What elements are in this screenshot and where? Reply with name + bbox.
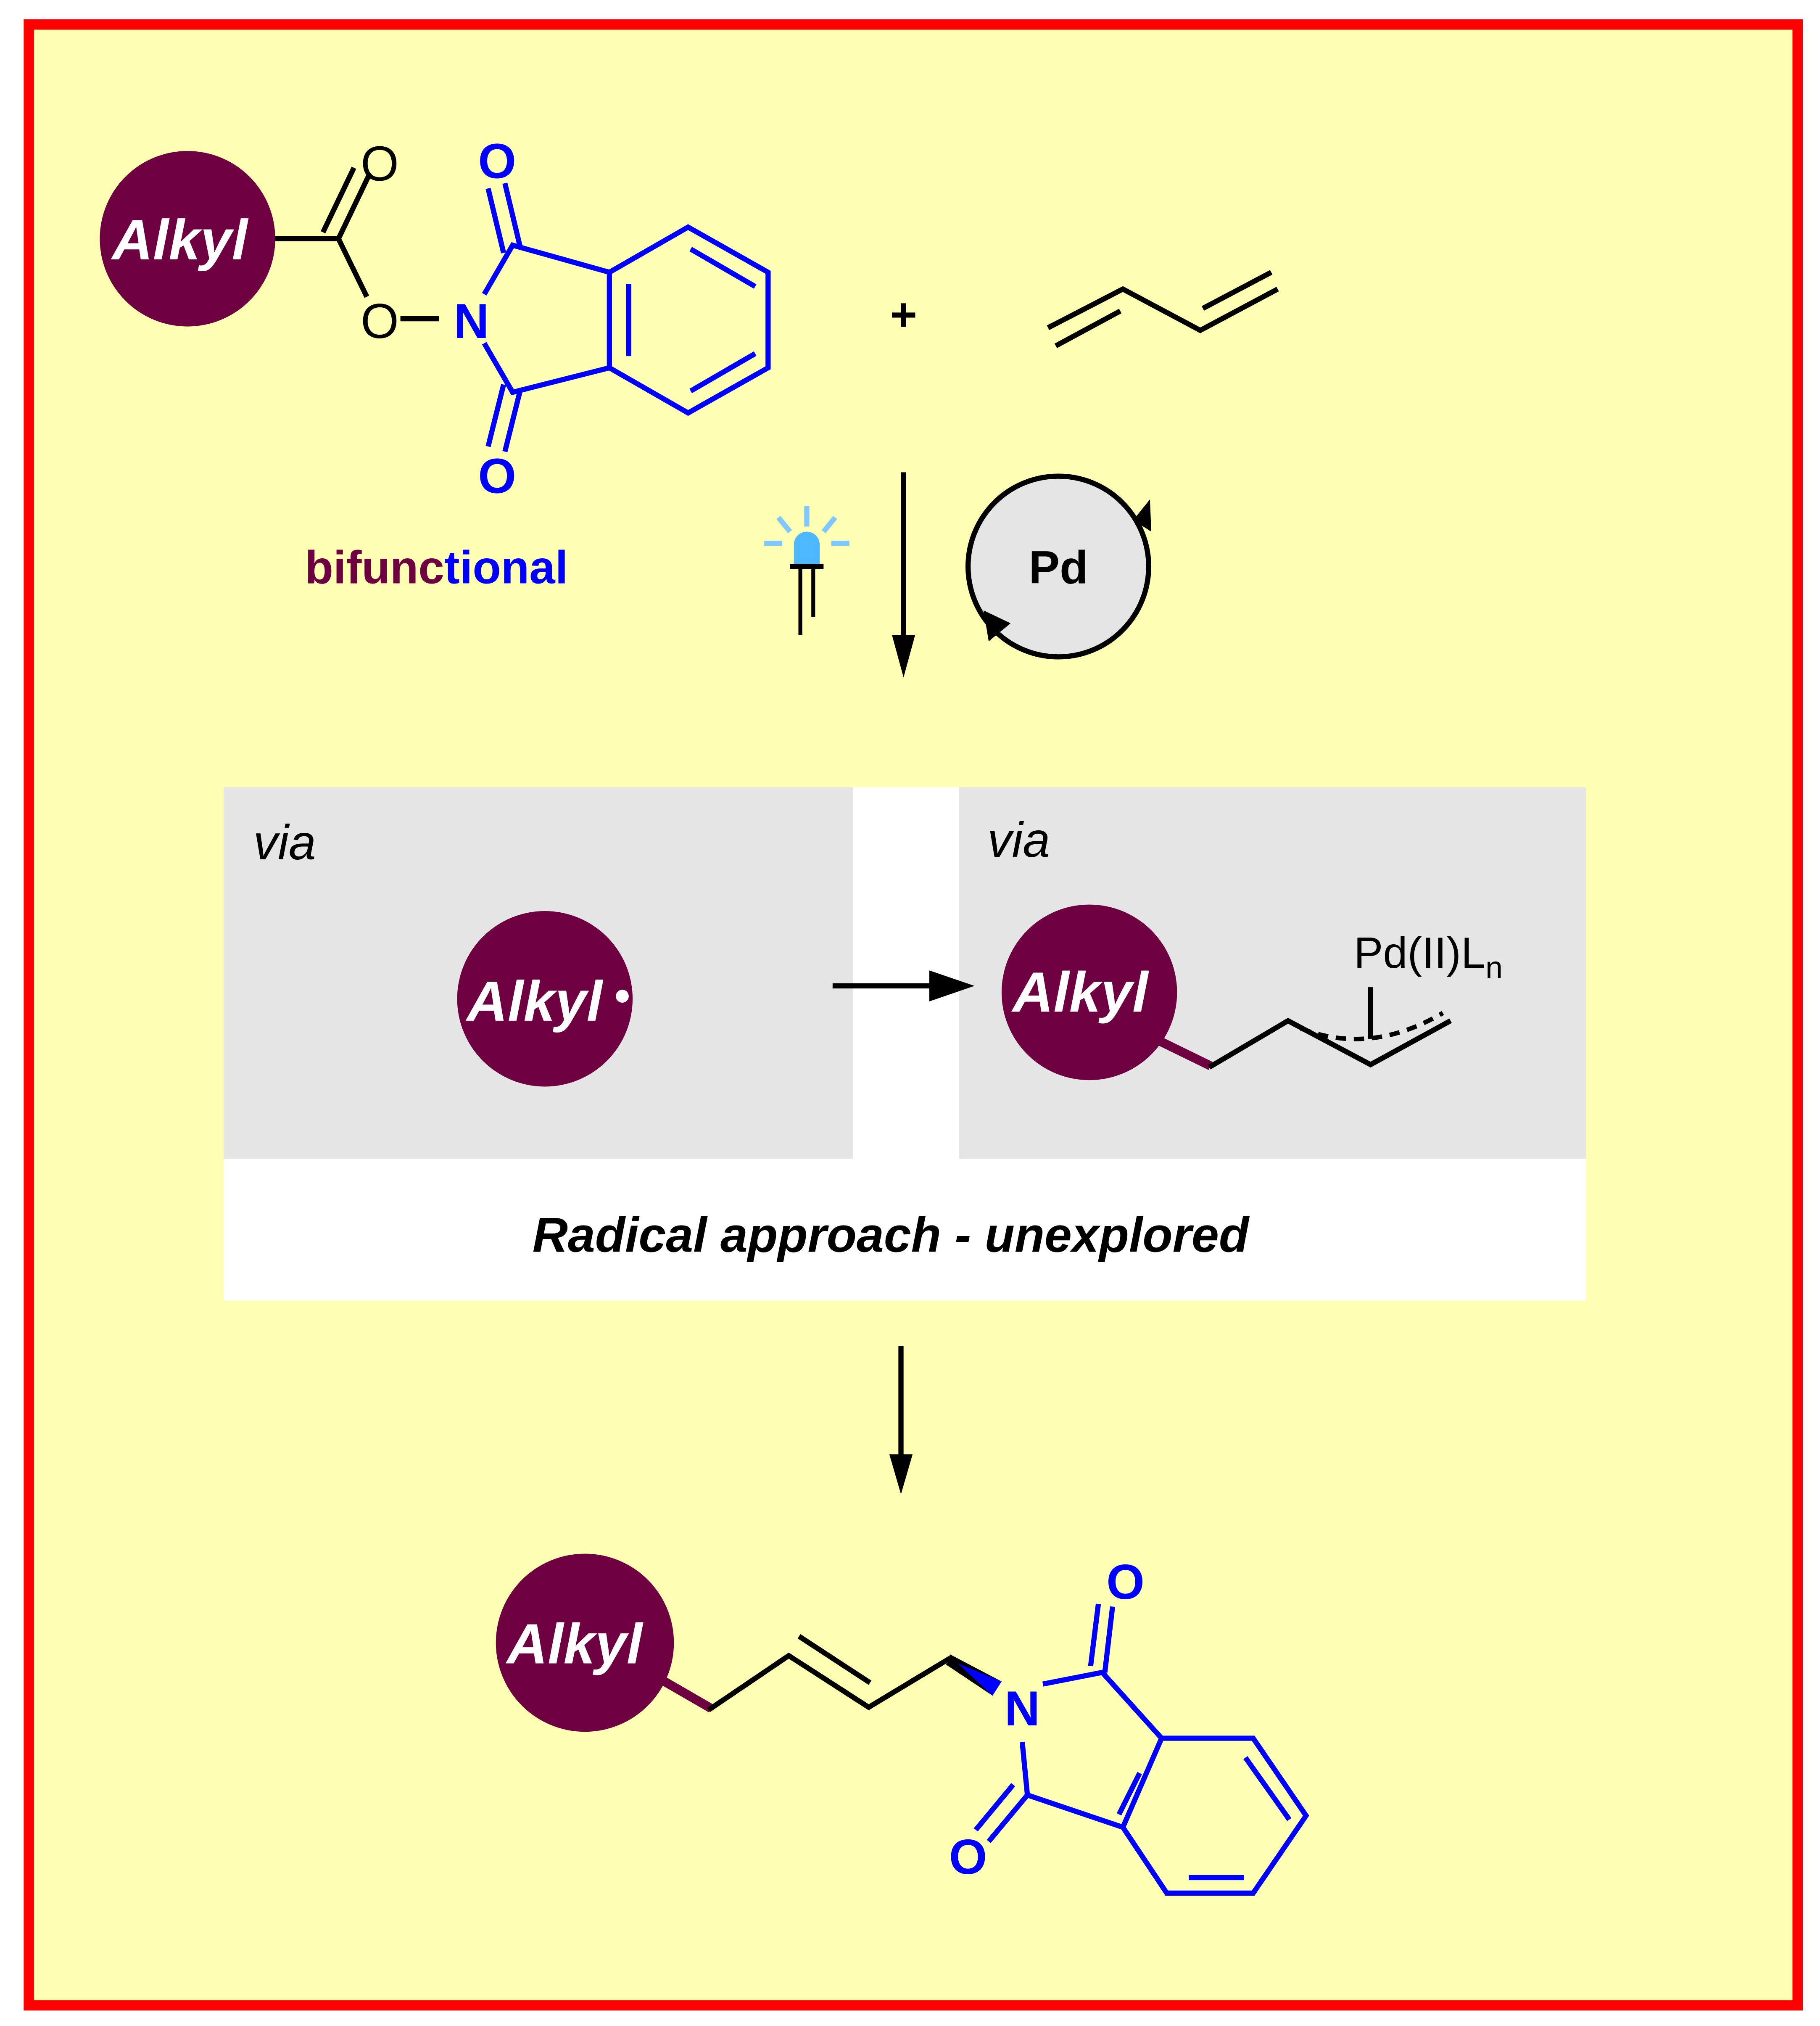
- bond: [1047, 286, 1279, 333]
- via-label-right: via: [987, 812, 1050, 867]
- alkyl-label: Alkyl: [465, 969, 603, 1033]
- reaction-arrow: [889, 1346, 913, 1495]
- bond: [1243, 1756, 1292, 1821]
- bond: [1054, 309, 1122, 349]
- bond: [1116, 1772, 1142, 1816]
- pd-catalytic-cycle: Pd: [965, 473, 1151, 660]
- product-oxygen-bottom: O: [949, 1829, 987, 1884]
- ether-oxygen: O: [361, 293, 399, 349]
- bond: [689, 351, 757, 394]
- bond: [485, 188, 506, 254]
- bond: [707, 1652, 952, 1712]
- bond: [502, 389, 523, 452]
- bond: [336, 173, 372, 240]
- bond: [336, 238, 369, 298]
- carbonyl-oxygen: O: [361, 136, 399, 191]
- bond: [1201, 270, 1273, 311]
- bifunctional-label: bifunctional: [305, 541, 568, 593]
- bond: [1155, 1036, 1213, 1070]
- bond: [986, 1793, 1030, 1844]
- product-nitrogen: N: [1005, 1681, 1040, 1736]
- pi-allyl-pd-intermediate: Alkyl Pd(II)Ln: [1001, 904, 1503, 1080]
- benzene-ring: [608, 224, 771, 416]
- benzene-ring: [1121, 1735, 1309, 1896]
- wedge-bond: [957, 1663, 1002, 1696]
- imide-ring: [1019, 1669, 1165, 1831]
- nhpi-ester-structure: Alkyl O O N O O: [100, 134, 771, 504]
- bond: [797, 1634, 872, 1685]
- imide-ring: [482, 242, 612, 396]
- bond: [1102, 1606, 1115, 1673]
- via-label-left: via: [253, 815, 316, 870]
- imide-oxygen-top: O: [478, 134, 516, 189]
- bond: [1088, 1603, 1101, 1667]
- imide-oxygen-bottom: O: [478, 449, 516, 504]
- bifunctional-label-part1: bifunc: [305, 541, 444, 593]
- bond: [689, 247, 757, 289]
- plus-sign: +: [890, 289, 917, 341]
- catalyst-label: Pd: [1029, 541, 1088, 593]
- mechanism-arrow: [832, 970, 975, 1001]
- cycle-arrowhead: [1133, 499, 1151, 532]
- bifunctional-label-part2: tional: [444, 541, 568, 593]
- alkyl-label: Alkyl: [506, 1612, 644, 1675]
- alkyl-label: Alkyl: [1011, 960, 1149, 1024]
- reaction-arrow: [892, 472, 915, 678]
- product-oxygen-top: O: [1106, 1554, 1145, 1609]
- radical-dot: [616, 990, 629, 1003]
- bond: [660, 1676, 714, 1713]
- bond: [502, 182, 523, 248]
- bond: [1208, 1017, 1452, 1070]
- bond: [973, 1783, 1016, 1832]
- blue-led-icon: [764, 506, 849, 635]
- allyl-delocalization: [1300, 1011, 1444, 1041]
- product-structure: Alkyl N O O: [496, 1553, 1309, 1896]
- pd-ligand-label: Pd(II)Ln: [1354, 929, 1503, 985]
- cycle-arrowhead: [983, 610, 1011, 642]
- alkyl-radical: Alkyl: [457, 911, 633, 1087]
- alkyl-circle: [100, 151, 275, 327]
- bond: [485, 384, 506, 447]
- butadiene-structure: [1047, 270, 1279, 349]
- alkyl-label: Alkyl: [111, 208, 248, 272]
- mechanism-caption: Radical approach - unexplored: [533, 1207, 1250, 1262]
- bond: [320, 166, 356, 234]
- nitrogen: N: [454, 293, 489, 349]
